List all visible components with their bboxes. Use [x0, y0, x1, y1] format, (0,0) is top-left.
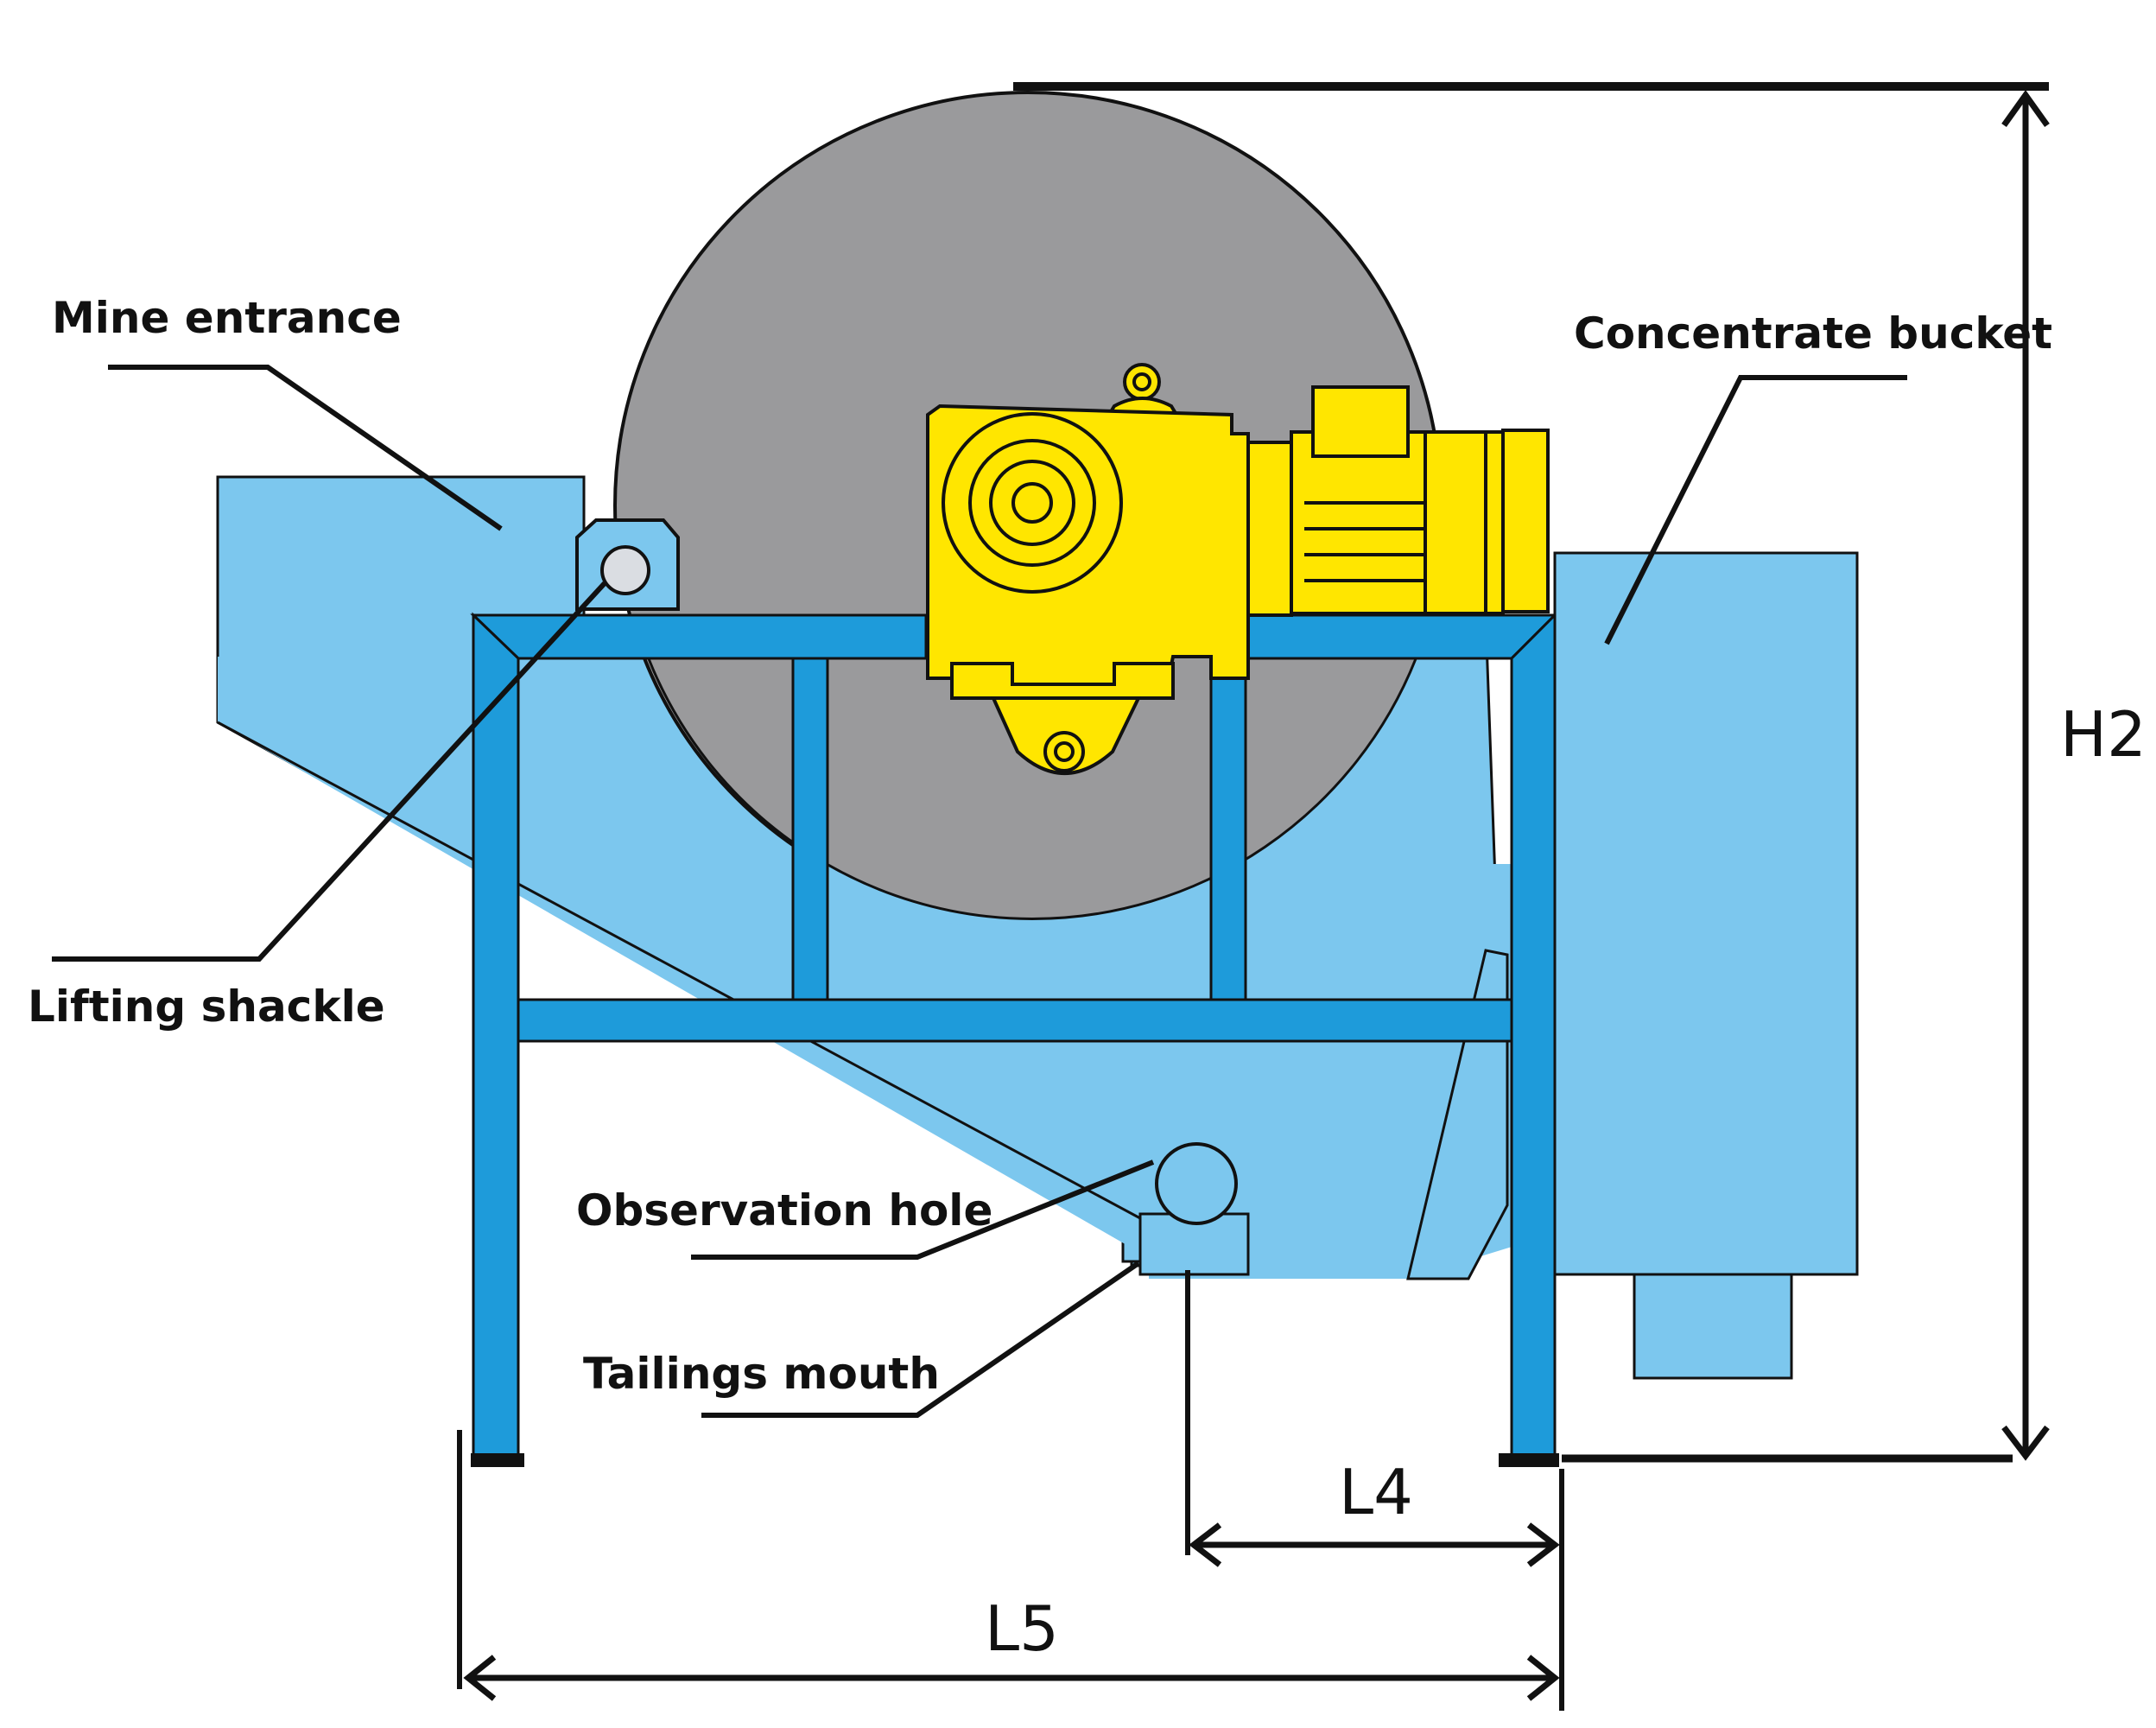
callout-mine-entrance: Mine entrance: [52, 293, 503, 531]
callout-observation-hole: Observation hole: [576, 1159, 1155, 1260]
drum-lower-visible: [639, 657, 1417, 931]
label-concentrate-bucket: Concentrate bucket: [1574, 308, 2052, 359]
callout-concentrate-bucket: Concentrate bucket: [1574, 308, 2052, 645]
dimension-l4: L4: [1185, 1270, 1564, 1711]
dimension-h2: H2: [1013, 82, 2146, 1463]
frame-left-leg: [472, 612, 520, 1462]
concentrate-bucket: [1553, 551, 1859, 1276]
dimension-l5-label: L5: [985, 1592, 1059, 1665]
label-lifting-shackle: Lifting shackle: [28, 982, 385, 1032]
frame-right-leg: [1510, 612, 1557, 1462]
frame-inner-post-right: [1209, 657, 1247, 1001]
frame-top-rail-right: [1242, 613, 1558, 660]
frame-right-foot: [1499, 1453, 1559, 1467]
label-tailings-mouth: Tailings mouth: [583, 1349, 940, 1399]
label-mine-entrance: Mine entrance: [52, 293, 402, 343]
dimension-h2-label: H2: [2060, 698, 2146, 771]
concentrate-bucket-outlet: [1633, 1273, 1793, 1380]
callout-lifting-shackle: Lifting shackle: [28, 581, 607, 1032]
dimension-l4-label: L4: [1339, 1456, 1413, 1528]
frame-middle-rail: [517, 998, 1513, 1043]
frame-inner-post-left: [791, 657, 829, 1001]
label-observation-hole: Observation hole: [576, 1185, 992, 1236]
drive-motor-gearbox: [926, 363, 1550, 775]
dimension-l5: L5: [457, 1430, 1560, 1701]
tank-lower-body: [218, 657, 1520, 1279]
lifting-shackle: [575, 518, 680, 611]
support-frame: [470, 612, 1558, 1462]
tailings-chute-edge: [217, 721, 1141, 1220]
callout-tailings-mouth: Tailings mouth: [583, 1261, 1140, 1418]
observation-hole: [1155, 1142, 1238, 1225]
frame-left-foot: [471, 1453, 524, 1467]
